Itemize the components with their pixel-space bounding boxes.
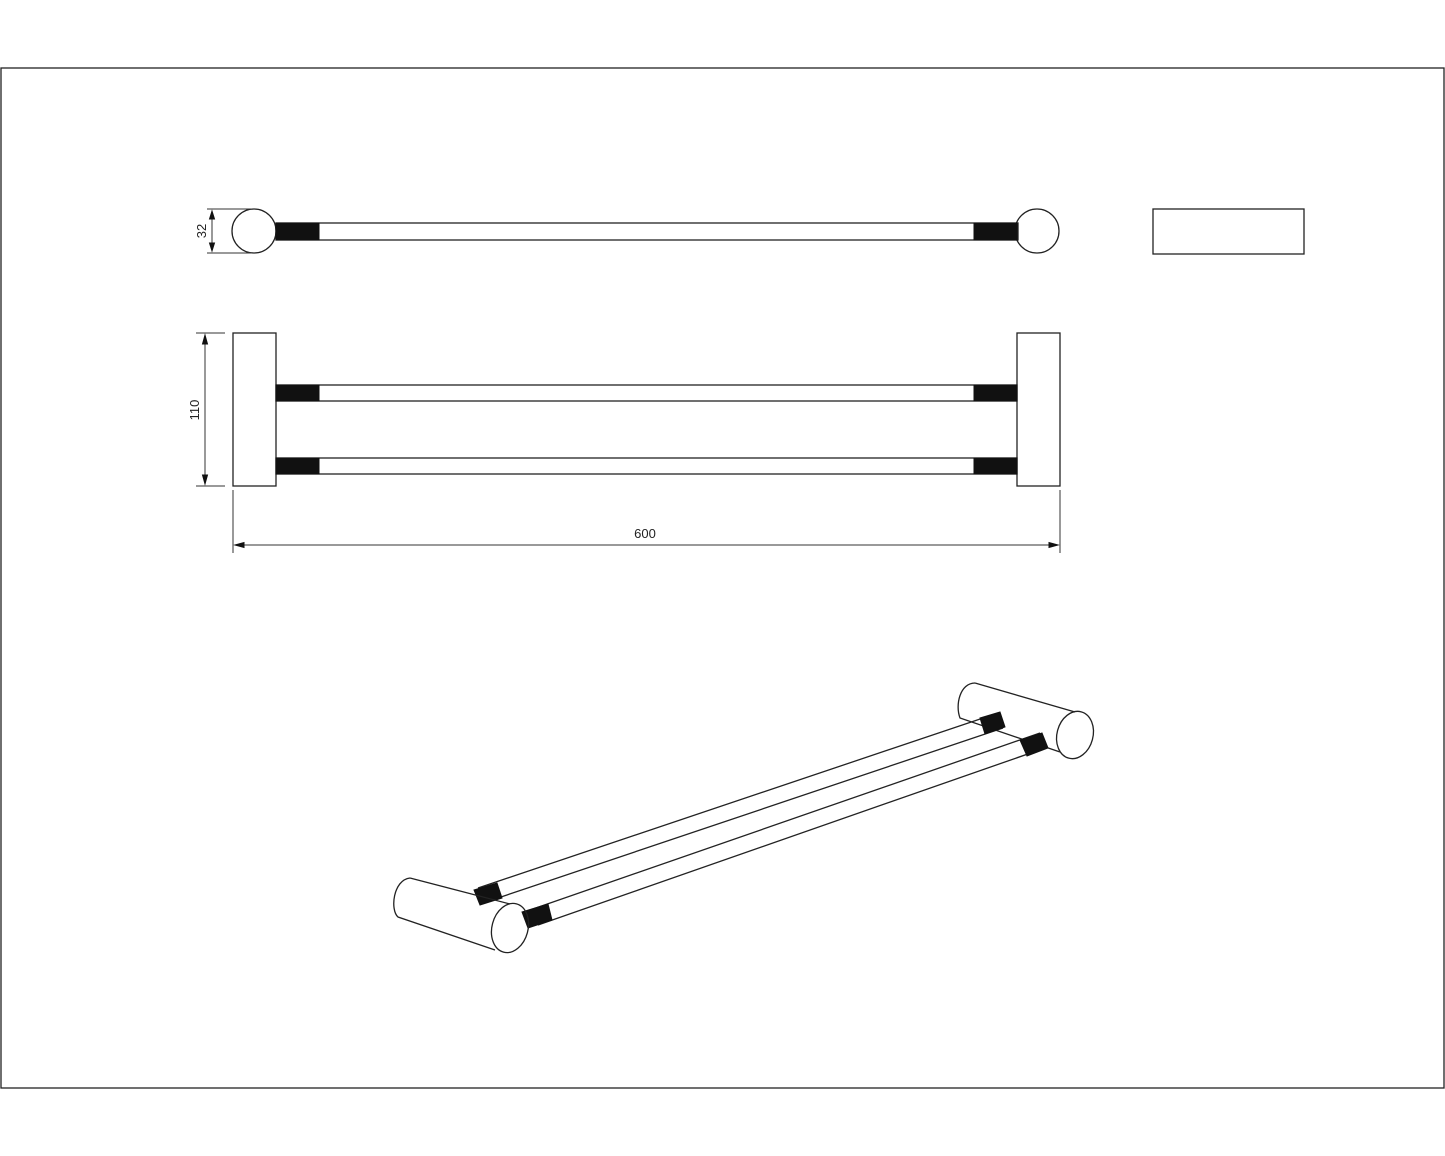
top-bar	[275, 222, 1019, 241]
left-thread	[275, 222, 320, 241]
right-cylinder-end	[1055, 710, 1095, 760]
side-view	[1152, 208, 1305, 255]
left-cylinder-end	[490, 902, 530, 954]
diameter-dimension-label: 32	[194, 224, 209, 238]
drawing-frame	[0, 67, 1445, 1089]
length-dimension-label: 600	[634, 526, 656, 541]
right-thread	[973, 222, 1018, 241]
upper-bar	[275, 384, 1018, 402]
right-mount-circle	[1014, 208, 1060, 254]
right-wall-plate	[1016, 332, 1061, 487]
left-wall-plate	[232, 332, 277, 487]
lower-bar	[275, 457, 1018, 475]
top-view: 32	[194, 208, 1060, 254]
isometric-view	[393, 682, 1095, 954]
height-dimension-label: 110	[187, 400, 202, 421]
front-view: 110 600	[187, 332, 1061, 553]
left-mount-circle	[231, 208, 277, 254]
